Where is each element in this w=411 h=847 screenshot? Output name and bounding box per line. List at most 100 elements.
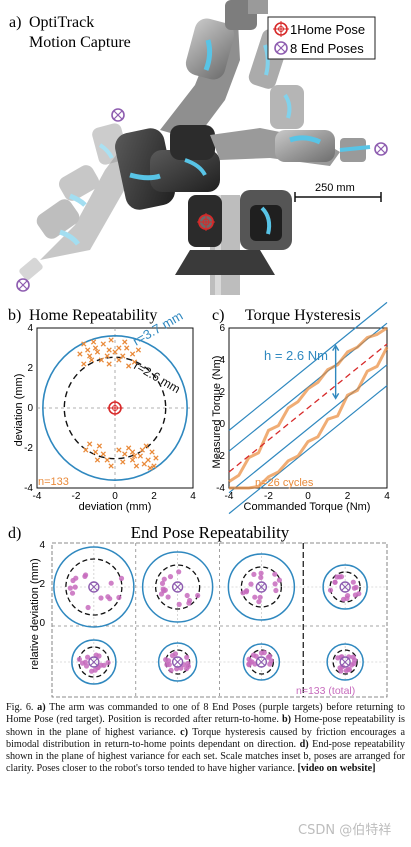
plot-d-point — [98, 595, 104, 601]
plot-d-point — [244, 588, 250, 594]
plot-b-point — [122, 451, 128, 457]
plot-b-ytick: -4 — [24, 483, 33, 494]
plot-d-point — [72, 584, 78, 590]
plot-b-point — [106, 347, 112, 353]
plot-d-point — [338, 574, 345, 580]
plot-d-inner-circle — [154, 564, 201, 610]
plot-c-ytick: 6 — [219, 323, 225, 334]
plot-b-point — [86, 441, 93, 447]
plot-d-inner-circle — [240, 566, 283, 608]
plot-b-point — [90, 339, 97, 345]
plot-d-point — [79, 660, 86, 666]
plot-d-point — [332, 579, 338, 585]
plot-d-outer-circle — [71, 639, 117, 685]
plot-b-point — [106, 361, 112, 367]
plot-b-point — [129, 457, 136, 463]
plot-d-point — [256, 599, 262, 605]
panel-b-inner-radius-label: r=2.6 mm — [132, 358, 183, 396]
plot-b-ytick: 0 — [27, 403, 33, 414]
plot-b-point — [108, 463, 114, 469]
plot-d-point — [185, 660, 191, 667]
plot-b-xtick: -4 — [33, 491, 42, 502]
plot-d-point — [169, 653, 176, 659]
plot-d-point — [273, 587, 279, 594]
plot-d-outer-circle — [157, 642, 198, 682]
plot-d-point — [251, 571, 257, 578]
plot-d-point — [161, 576, 167, 582]
panel-a-robot-photo — [19, 0, 371, 295]
plot-d-point — [167, 574, 174, 580]
plot-d-frame — [51, 542, 388, 698]
plot-c-xtick: 0 — [305, 491, 311, 502]
plot-b-point — [77, 351, 83, 357]
plot-d-inner-circle — [65, 558, 123, 616]
plot-d-point — [343, 668, 349, 674]
plot-d-point — [334, 574, 340, 580]
plot-c-frame — [228, 327, 388, 489]
plot-b-point — [125, 445, 132, 451]
plot-d-end-target-icon — [88, 656, 100, 668]
plot-d-point — [83, 663, 90, 669]
caption-d-tag: d) — [299, 738, 309, 750]
plot-b-xtick: -2 — [72, 491, 81, 502]
plot-b-point — [147, 465, 153, 471]
plot-b-point — [116, 345, 122, 351]
plot-d-point — [108, 580, 114, 586]
plot-d-point — [159, 580, 166, 587]
plot-b-point — [85, 347, 91, 353]
plot-d-outer-circle — [242, 643, 281, 681]
plot-b-home-target-icon — [107, 400, 123, 416]
panel-d-ytick-4: 4 — [39, 540, 45, 551]
plot-d-point — [76, 656, 82, 662]
plot-d-point — [187, 597, 193, 604]
panel-d-title: End Pose Repeatability — [131, 523, 290, 542]
plot-b-point — [96, 443, 103, 449]
plot-c-xtick: 4 — [384, 491, 390, 502]
plot-b-point — [120, 353, 126, 359]
panel-b-ylabel: deviation (mm) — [13, 374, 25, 447]
plot-b-point — [133, 463, 140, 469]
caption-video-link[interactable]: [video on website] — [297, 763, 376, 775]
panel-c-ylabel: Measured Torque (Nm) — [211, 356, 223, 469]
caption-d-text: End-pose repeatability shown in the plan… — [6, 738, 406, 775]
plot-d-point — [272, 571, 278, 577]
plot-d-inner-circle — [329, 571, 361, 603]
panel-c-xlabel: Commanded Torque (Nm) — [244, 501, 371, 513]
plot-d-point — [162, 587, 168, 593]
plot-d-inner-circle — [332, 649, 358, 675]
panel-d-label: d) — [8, 525, 21, 542]
plot-c-h-arrowhead-up — [332, 344, 340, 351]
plot-d-end-target-icon — [339, 581, 351, 593]
panel-a-title-line2: Motion Capture — [29, 34, 131, 51]
plot-b-xtick: 4 — [190, 491, 196, 502]
plot-b-point — [120, 459, 126, 465]
plot-b-point — [94, 457, 101, 463]
plot-c-ytick: 0 — [219, 419, 225, 430]
plot-b-point — [145, 457, 151, 463]
plot-d-point — [118, 575, 125, 582]
plot-c-h-arrowhead-down — [332, 393, 340, 400]
plot-c-series-line — [228, 326, 388, 483]
plot-b-point — [129, 449, 136, 455]
panel-b-n-label: n=133 — [38, 476, 69, 488]
plot-c-ytick: 2 — [219, 387, 225, 398]
end-target-marker-2 — [16, 278, 30, 292]
panel-a-title-line1: OptiTrack — [29, 14, 94, 31]
plot-b-point — [104, 457, 110, 463]
plot-d-point — [176, 569, 182, 575]
plot-b-point — [112, 349, 118, 355]
plot-b-point — [86, 353, 93, 359]
plot-d-point — [107, 596, 113, 602]
plot-d-point — [246, 661, 252, 667]
plot-c-xtick: 2 — [345, 491, 351, 502]
plot-b-point — [135, 347, 142, 353]
end-target-marker-3 — [374, 142, 388, 156]
plot-d-point — [176, 601, 182, 608]
plot-b-point — [81, 361, 87, 367]
legend-home-pose: 1Home Pose — [290, 22, 365, 37]
plot-d-point — [67, 585, 73, 591]
plot-d-point — [267, 653, 273, 659]
end-target-marker-1 — [111, 108, 125, 122]
plot-d-outer-circle — [227, 553, 296, 621]
plot-d-point — [257, 594, 263, 600]
